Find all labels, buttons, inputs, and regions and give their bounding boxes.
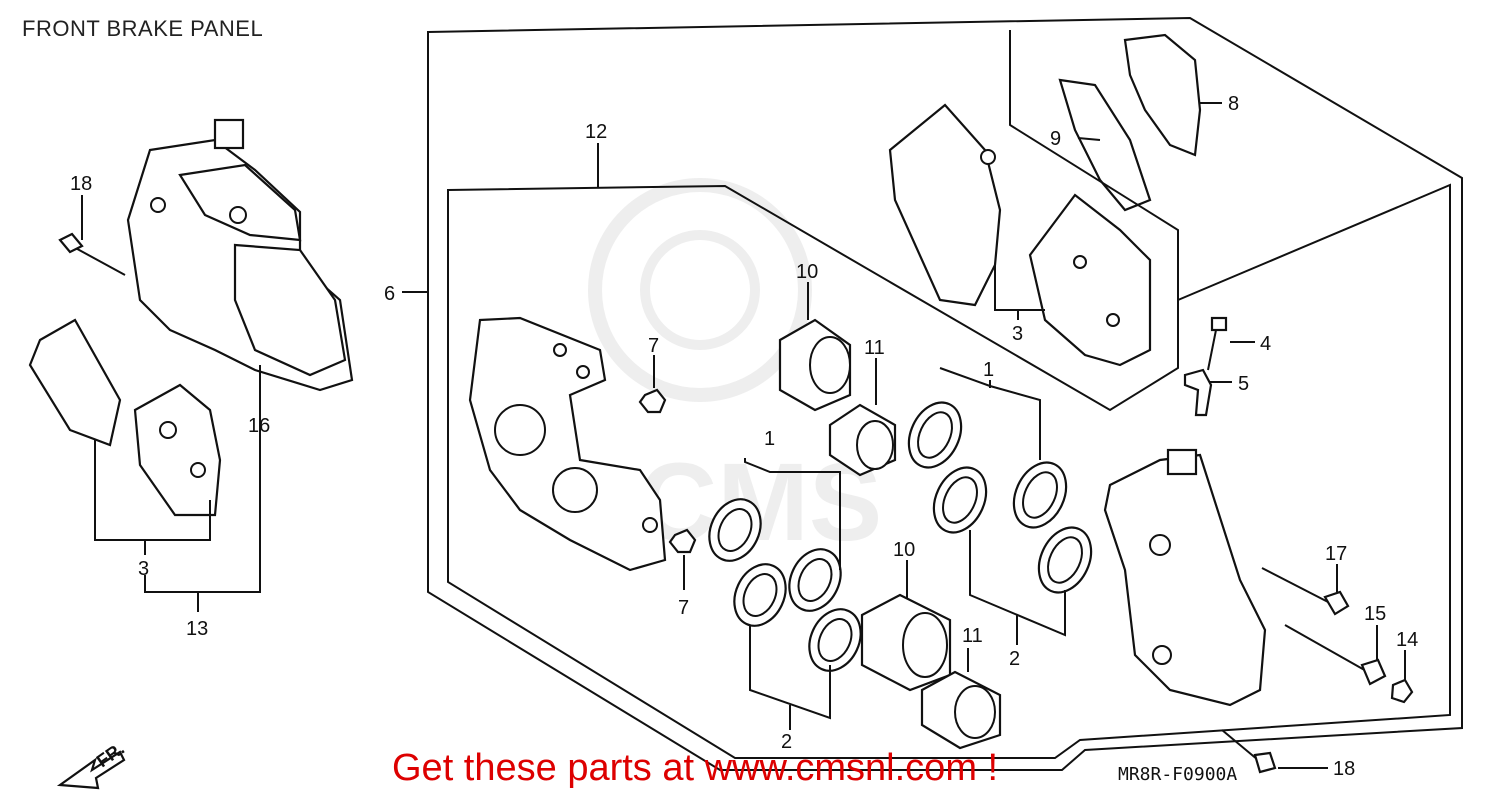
page-title: FRONT BRAKE PANEL xyxy=(22,16,264,41)
shim-9 xyxy=(1058,78,1152,212)
callout-label: 14 xyxy=(1396,629,1418,651)
piston-11-lower xyxy=(920,670,1002,750)
pin-clip-5 xyxy=(1183,368,1213,417)
callout-label: 10 xyxy=(893,539,915,561)
assembly-frame-inner xyxy=(447,183,1451,759)
piston-10-upper xyxy=(778,318,852,412)
piston-11-upper xyxy=(828,403,897,477)
complete-caliper xyxy=(126,118,354,392)
callout-label: 7 xyxy=(678,597,689,619)
callout-label: 11 xyxy=(864,337,885,359)
bolt-15 xyxy=(1284,624,1387,686)
callout-label: 12 xyxy=(585,121,607,143)
seal-rings xyxy=(708,401,1093,672)
pad-pin-4 xyxy=(1207,316,1228,371)
callout-label: 15 xyxy=(1364,603,1386,625)
callout-label: 18 xyxy=(70,173,92,195)
caliper-bolt-18-right xyxy=(1221,729,1277,774)
drawing-code: MR8R-F0900A xyxy=(1118,764,1238,785)
piston-10-lower xyxy=(860,593,952,692)
pad-spring-8 xyxy=(1123,33,1202,157)
callout-label: 3 xyxy=(138,558,149,580)
callout-label: 18 xyxy=(1333,758,1355,780)
callout-labels: 18 16 3 13 6 12 7 7 10 11 1 1 2 10 11 2 … xyxy=(70,93,1418,780)
callout-label: 7 xyxy=(648,335,659,357)
callout-label: 6 xyxy=(384,283,395,305)
callout-label: 17 xyxy=(1325,543,1347,565)
callout-label: 5 xyxy=(1238,373,1249,395)
callout-label: 3 xyxy=(1012,323,1023,345)
callout-label: 11 xyxy=(962,625,983,647)
right-pad-set xyxy=(888,103,1152,367)
promo-link[interactable]: Get these parts at www.cmsnl.com ! xyxy=(392,747,999,789)
callout-label: 1 xyxy=(983,359,994,381)
caliper-half-inner xyxy=(1103,448,1267,707)
callout-label: 10 xyxy=(796,261,818,283)
callout-label: 4 xyxy=(1260,333,1271,355)
callout-label: 8 xyxy=(1228,93,1239,115)
front-direction-arrow: FR. xyxy=(56,738,128,790)
caliper-half-outer xyxy=(468,316,667,572)
callout-label: 1 xyxy=(764,428,775,450)
nut-7-lower xyxy=(668,528,697,554)
callout-label: 2 xyxy=(781,731,792,753)
left-pad-set xyxy=(28,318,222,517)
callout-label: 13 xyxy=(186,618,208,640)
callout-label: 9 xyxy=(1050,128,1061,150)
caliper-bolt-18-left xyxy=(58,232,126,276)
assembly-frame-outer xyxy=(427,16,1463,771)
nut-7-upper xyxy=(638,388,667,414)
bolt-17 xyxy=(1261,567,1350,616)
callout-label: 16 xyxy=(248,415,270,437)
callout-label: 2 xyxy=(1009,648,1020,670)
nut-14 xyxy=(1390,678,1414,704)
